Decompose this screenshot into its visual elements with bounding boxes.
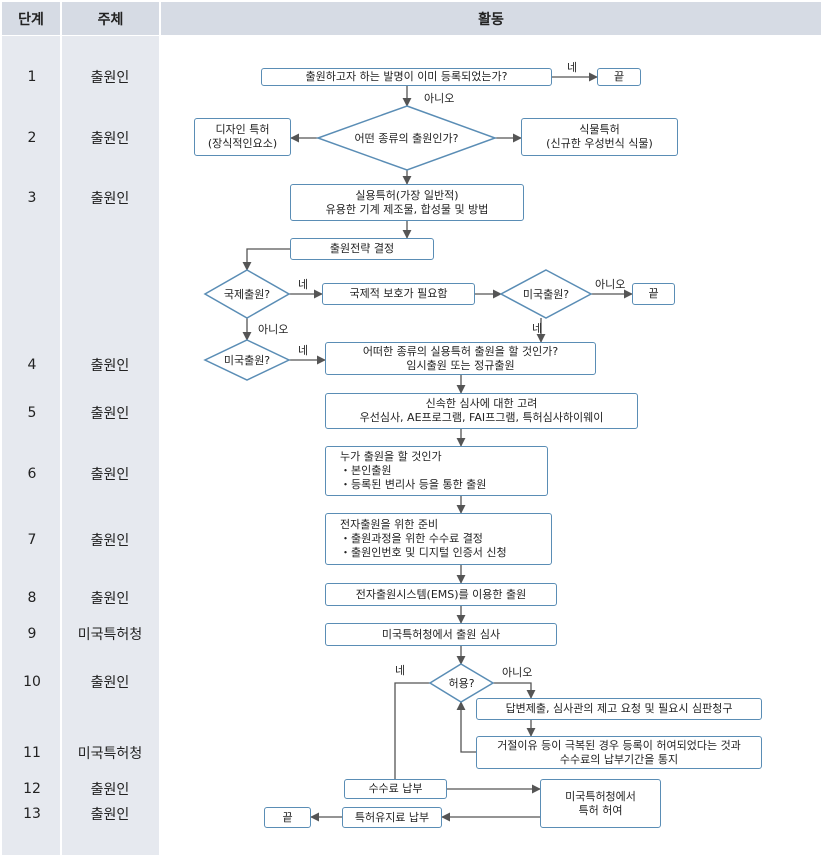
intl-protection-box: 국제적 보호가 필요함 bbox=[322, 283, 475, 305]
decision-allowed bbox=[428, 663, 495, 703]
edge-label-yes: 네 bbox=[532, 322, 543, 335]
step-number: 4 bbox=[27, 357, 37, 373]
decision-intl bbox=[203, 269, 291, 319]
edge-allowed-yes bbox=[391, 682, 430, 792]
step-number: 2 bbox=[27, 130, 37, 146]
step-actor: 출원인 bbox=[90, 358, 130, 374]
edge-label-yes: 네 bbox=[298, 278, 309, 291]
step-actor: 출원인 bbox=[90, 782, 130, 798]
utility-patent-box: 실용특허(가장 일반적)유용한 기계 제조물, 합성물 및 방법 bbox=[290, 184, 524, 221]
edge-label-yes: 네 bbox=[298, 344, 309, 357]
edge-label-no: 아니오 bbox=[258, 323, 289, 336]
question-already-registered: 출원하고자 하는 발명이 이미 등록되었는가? bbox=[261, 68, 552, 86]
step-number: 6 bbox=[27, 466, 37, 482]
step-actor: 출원인 bbox=[90, 406, 130, 422]
e-filing-prep-box: 전자출원을 위한 준비・출원과정을 위한 수수료 결정・출원인번호 및 디지털 … bbox=[325, 513, 552, 565]
decision-us-left bbox=[203, 339, 291, 381]
maintenance-fee-box: 특허유지료 납부 bbox=[342, 807, 442, 828]
which-utility-box: 어떠한 종류의 실용특허 출원을 할 것인가?임시출원 또는 정규출원 bbox=[325, 342, 596, 375]
edge-label-no: 아니오 bbox=[424, 92, 455, 105]
step-number: 3 bbox=[27, 190, 37, 206]
fee-payment-box: 수수료 납부 bbox=[344, 779, 447, 799]
design-patent-box: 디자인 특허(장식적인요소) bbox=[194, 118, 291, 156]
step-actor: 출원인 bbox=[90, 533, 130, 549]
step-actor: 미국특허청 bbox=[77, 746, 143, 762]
who-files-box: 누가 출원을 할 것인가・본인출원・등록된 변리사 등을 통한 출원 bbox=[325, 446, 548, 496]
header-step: 단계 bbox=[2, 2, 60, 35]
step-actor: 출원인 bbox=[90, 807, 130, 823]
step-number: 11 bbox=[23, 745, 41, 761]
plant-patent-box: 식물특허(신규한 우성번식 식물) bbox=[521, 118, 678, 156]
step-actor: 출원인 bbox=[90, 591, 130, 607]
step-actor: 출원인 bbox=[90, 467, 130, 483]
edge-strategy-intl bbox=[242, 248, 290, 271]
uspto-exam-box: 미국특허청에서 출원 심사 bbox=[325, 623, 557, 646]
decision-which-type-text: 어떤 종류의 출원인가? bbox=[354, 132, 459, 145]
step-number: 8 bbox=[27, 590, 37, 606]
step-column-bg bbox=[2, 36, 60, 855]
decision-allowed-text: 허용? bbox=[448, 677, 475, 690]
edge-label-no: 아니오 bbox=[595, 278, 626, 291]
edge-label-yes: 네 bbox=[567, 61, 578, 74]
step-number: 1 bbox=[27, 69, 37, 85]
header-actor: 주체 bbox=[62, 2, 159, 35]
decision-intl-text: 국제출원? bbox=[223, 288, 271, 301]
edge-label-no: 아니오 bbox=[502, 666, 533, 679]
header-activity: 활동 bbox=[161, 2, 821, 35]
end-box: 끝 bbox=[264, 807, 311, 828]
end-box: 끝 bbox=[632, 283, 675, 305]
step-actor: 출원인 bbox=[90, 191, 130, 207]
decision-which-type bbox=[315, 105, 498, 171]
step-number: 7 bbox=[27, 532, 37, 548]
step-number: 13 bbox=[23, 806, 41, 822]
step-actor: 출원인 bbox=[90, 131, 130, 147]
response-box: 답변제출, 심사관의 제고 요청 및 필요시 심판청구 bbox=[476, 698, 762, 720]
step-number: 10 bbox=[23, 674, 41, 690]
step-number: 9 bbox=[27, 626, 37, 642]
actor-column-bg bbox=[62, 36, 159, 855]
filing-strategy-box: 출원전략 결정 bbox=[290, 238, 434, 260]
edge-allowed-no bbox=[493, 682, 536, 699]
step-number: 5 bbox=[27, 405, 37, 421]
edge-notice-allowed bbox=[456, 701, 476, 753]
step-actor: 출원인 bbox=[90, 675, 130, 691]
decision-us-left-text: 미국출원? bbox=[223, 354, 271, 367]
step-actor: 출원인 bbox=[90, 70, 130, 86]
step-number: 12 bbox=[23, 781, 41, 797]
edge-label-yes: 네 bbox=[395, 664, 406, 677]
decision-us-right bbox=[499, 269, 593, 319]
ems-filing-box: 전자출원시스템(EMS)를 이용한 출원 bbox=[325, 583, 557, 606]
decision-us-right-text: 미국출원? bbox=[522, 288, 570, 301]
end-box: 끝 bbox=[597, 68, 641, 86]
step-actor: 미국특허청 bbox=[77, 627, 143, 643]
